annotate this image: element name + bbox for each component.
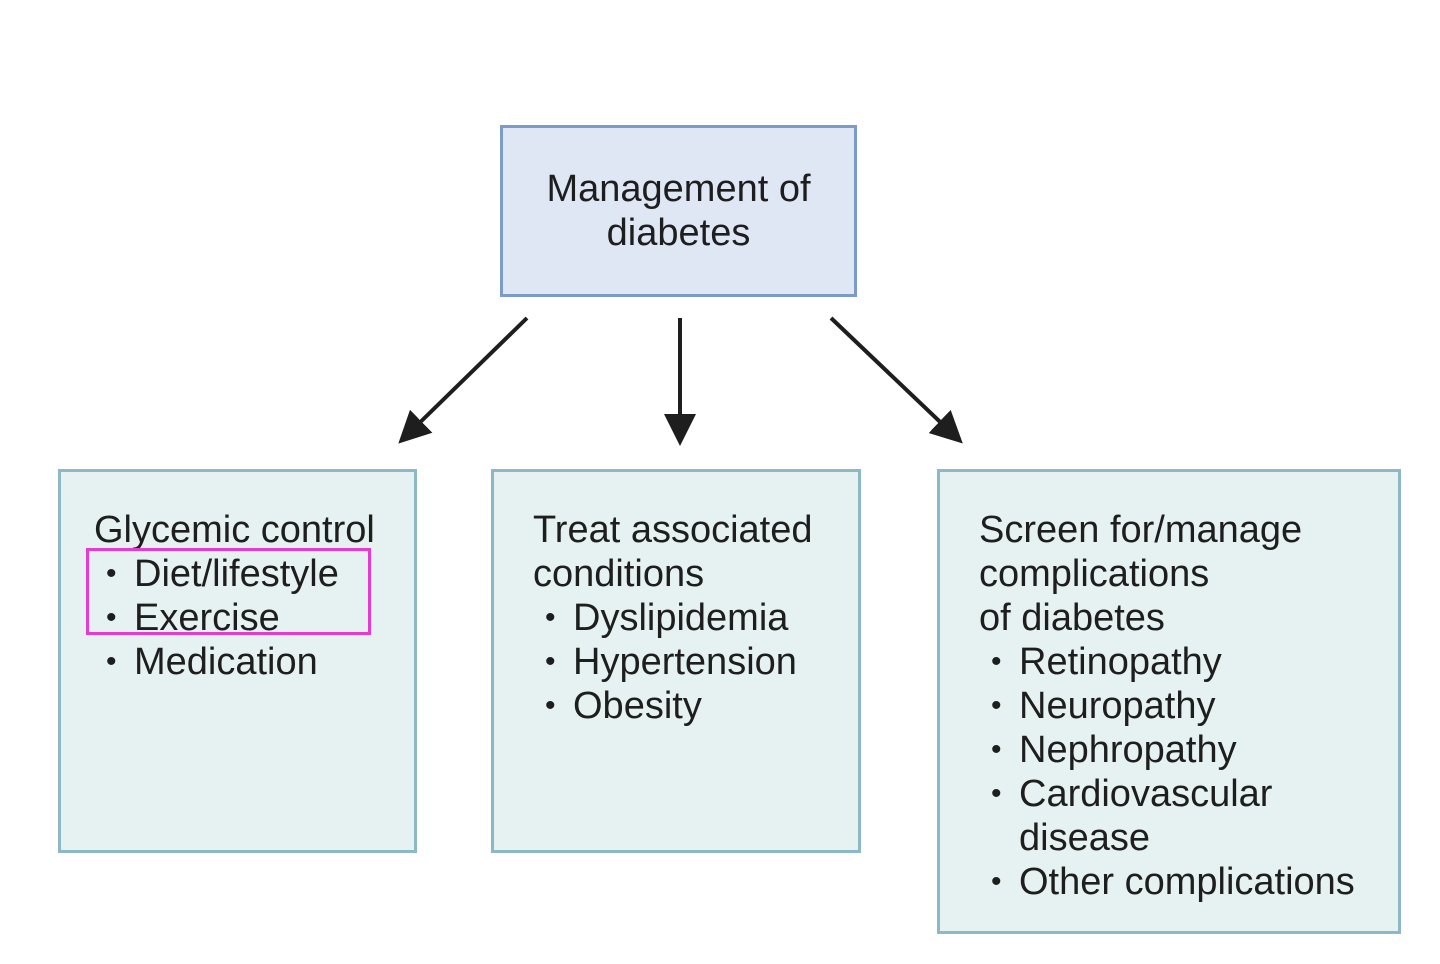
list-item: • Other complications — [981, 860, 1391, 904]
highlight-rectangle — [86, 548, 371, 635]
box-complications: Screen for/manage complications of diabe… — [937, 469, 1401, 934]
root-title: Management of diabetes — [546, 168, 811, 254]
arrow-to-glycemic-control — [398, 316, 529, 444]
list-item-label: Neuropathy — [1019, 685, 1216, 727]
list-item: • Dyslipidemia — [535, 596, 855, 640]
list-item-label: Dyslipidemia — [573, 597, 789, 639]
arrow-to-complications — [829, 316, 963, 444]
list-item-label: Obesity — [573, 685, 702, 727]
glycemic-control-heading: Glycemic control — [94, 509, 375, 551]
bullet: • — [545, 689, 556, 722]
box-glycemic-control: Glycemic control •Diet/lifestyle •Exerci… — [58, 469, 417, 853]
list-item-label: Retinopathy — [1019, 641, 1222, 683]
list-item-label: Nephropathy — [1019, 729, 1237, 771]
bullet: • — [545, 645, 556, 678]
list-item: • Retinopathy — [981, 640, 1391, 684]
list-item: • Cardiovascular disease — [981, 772, 1391, 860]
list-item: • Neuropathy — [981, 684, 1391, 728]
box-associated-conditions: Treat associated conditions • Dyslipidemi… — [491, 469, 861, 853]
root-box-management: Management of diabetes — [500, 125, 857, 297]
associated-conditions-list: • Dyslipidemia • Hypertension • Obesity — [535, 596, 855, 728]
list-item: • Medication — [96, 640, 396, 684]
list-item: • Diet/lifestyle — [96, 552, 396, 596]
complications-list: • Retinopathy • Neuropathy • Nephropathy • C… — [981, 640, 1391, 904]
list-item-label: Other complications — [1019, 861, 1355, 903]
list-item-label: Medication — [134, 641, 318, 683]
bullet: • — [991, 865, 1002, 898]
associated-conditions-heading: Treat associated conditions — [533, 509, 813, 595]
list-item: • Obesity — [535, 684, 855, 728]
bullet: • — [991, 645, 1002, 678]
bullet: • — [991, 689, 1002, 722]
list-item-label: Diet/lifestyle — [134, 553, 339, 595]
list-item: • Hypertension — [535, 640, 855, 684]
bullet: • — [545, 601, 556, 634]
list-item: • Nephropathy — [981, 728, 1391, 772]
bullet: • — [991, 733, 1002, 766]
list-item-label: Hypertension — [573, 641, 797, 683]
bullet: • — [991, 777, 1002, 810]
bullet: • — [106, 557, 117, 590]
bullet: • — [106, 645, 117, 678]
bullet: • — [106, 601, 117, 634]
complications-heading: Screen for/manage complications of diabe… — [979, 509, 1303, 639]
list-item-label: Cardiovascular disease — [1019, 773, 1273, 859]
